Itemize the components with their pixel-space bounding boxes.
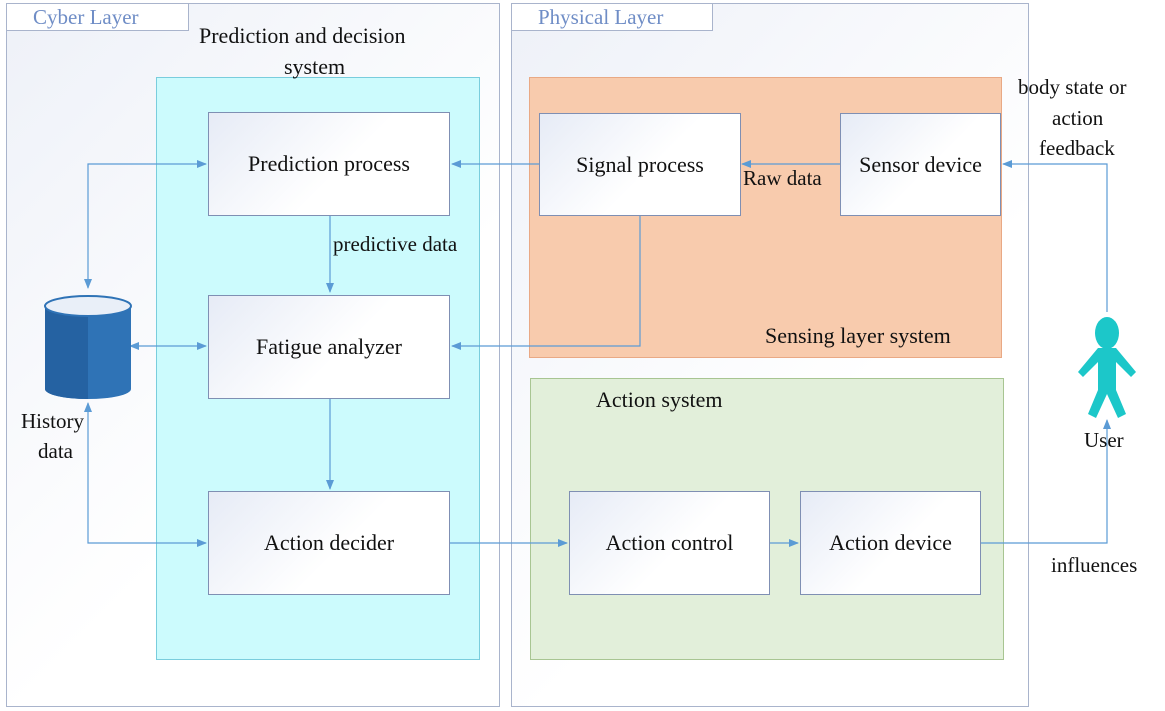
action-zone-title: Action system [596, 387, 723, 412]
feedback-label-line2: action [1052, 106, 1104, 130]
feedback-label-line3: feedback [1039, 136, 1115, 160]
history-data-label-line2: data [38, 439, 73, 463]
sensor-device-box: Sensor device [840, 113, 1001, 216]
arrow-history-decider [84, 402, 207, 547]
prediction-zone-title-line1: Prediction and decision [199, 23, 406, 48]
prediction-zone-title-line2: system [284, 54, 346, 79]
prediction-process-box: Prediction process [208, 112, 450, 216]
action-decider-box: Action decider [208, 491, 450, 595]
fatigue-analyzer-box: Fatigue analyzer [208, 295, 450, 399]
action-control-box: Action control [569, 491, 770, 595]
action-device-box: Action device [800, 491, 981, 595]
arrow-device-to-user [981, 419, 1111, 544]
user-label: User [1084, 428, 1124, 452]
cyber-layer-tab: Cyber Layer [6, 3, 189, 31]
database-cylinder-icon [44, 295, 132, 399]
predictive-data-label: predictive data [333, 232, 458, 256]
influences-label: influences [1051, 553, 1138, 577]
feedback-label-line1: body state or [1018, 75, 1127, 99]
arrow-user-to-sensor [1002, 160, 1108, 312]
physical-layer-tab: Physical Layer [511, 3, 713, 31]
arrow-history-prediction [84, 160, 207, 289]
person-icon [1078, 317, 1136, 418]
history-data-label-line1: History [21, 409, 84, 433]
signal-process-box: Signal process [539, 113, 741, 216]
sensing-zone-title: Sensing layer system [765, 323, 951, 348]
raw-data-label: Raw data [743, 166, 822, 190]
arrow-signal-to-fatigue [451, 216, 641, 350]
